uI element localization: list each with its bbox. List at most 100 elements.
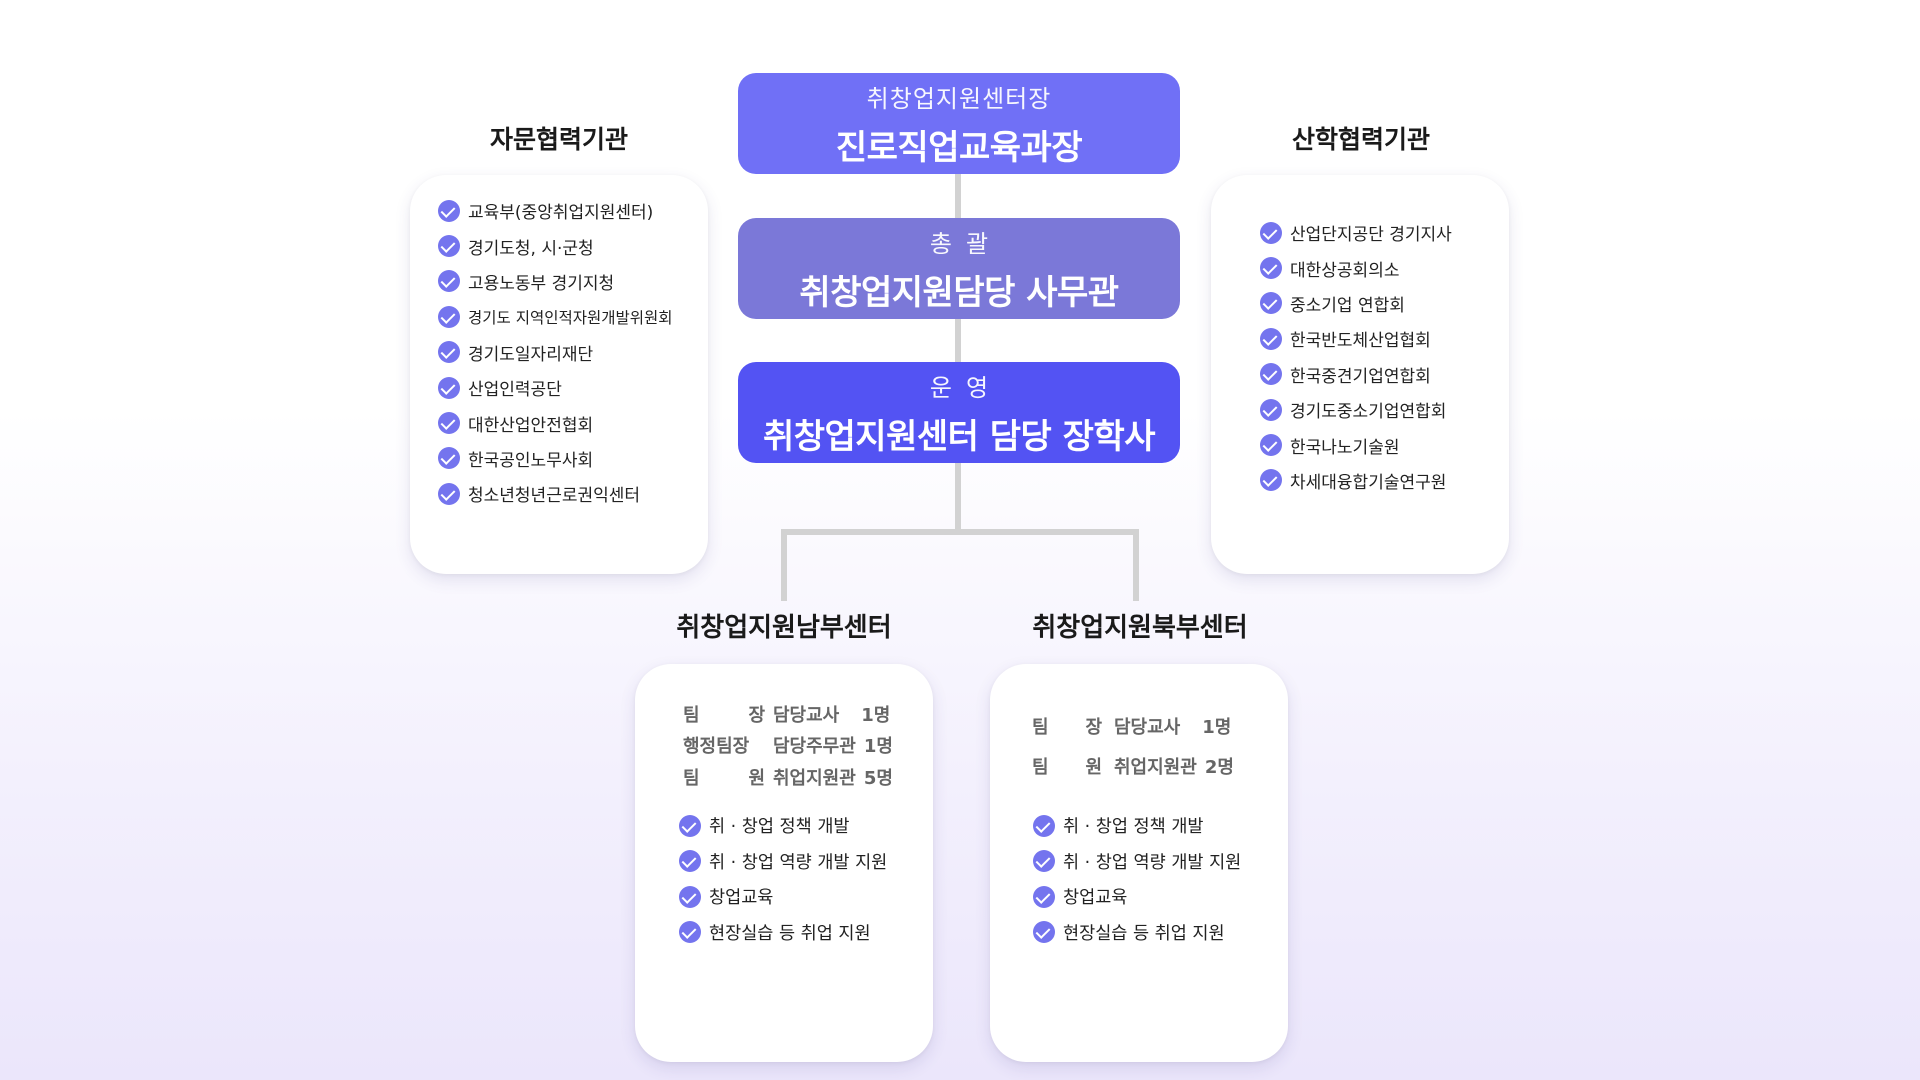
industry-item-label: 한국나노기술원 bbox=[1290, 437, 1400, 458]
list-item: 취 · 창업 역량 개발 지원 bbox=[679, 844, 887, 880]
advisory-item-label: 산업인력공단 bbox=[468, 380, 562, 401]
check-icon bbox=[438, 376, 460, 399]
check-icon bbox=[1260, 292, 1282, 315]
advisory-item-label: 경기도 지역인적자원개발위원회 bbox=[468, 308, 673, 327]
industry-item-label: 대한상공회의소 bbox=[1290, 260, 1400, 281]
advisory-title: 자문협력기관 bbox=[489, 125, 628, 154]
list-item: 차세대융합기술연구원 bbox=[1260, 463, 1452, 498]
list-item: 한국중견기업연합회 bbox=[1260, 357, 1452, 392]
check-icon bbox=[1033, 814, 1055, 837]
list-item: 대한산업안전협회 bbox=[438, 405, 673, 440]
check-icon bbox=[438, 341, 460, 364]
advisory-item-label: 교육부(중앙취업지원센터) bbox=[468, 203, 654, 224]
task-label: 취 · 창업 역량 개발 지원 bbox=[709, 852, 888, 873]
operations-box: 운영 취창업지원센터 담당 장학사 bbox=[738, 362, 1180, 463]
task-label: 취 · 창업 정책 개발 bbox=[1063, 817, 1204, 838]
list-item: 취 · 창업 정책 개발 bbox=[1033, 808, 1241, 844]
list-item: 경기도일자리재단 bbox=[438, 335, 673, 370]
task-label: 현장실습 등 취업 지원 bbox=[1063, 923, 1225, 944]
staff-row: 행정팀장 담당주무관 1명 bbox=[683, 730, 893, 762]
check-icon bbox=[679, 921, 701, 944]
task-label: 취 · 창업 역량 개발 지원 bbox=[1063, 852, 1242, 873]
list-item: 한국나노기술원 bbox=[1260, 427, 1452, 462]
list-item: 창업교육 bbox=[679, 879, 887, 915]
operations-role: 운영 bbox=[929, 373, 1003, 402]
general-manager-role: 총괄 bbox=[929, 229, 1003, 258]
north-center-title: 취창업지원북부센터 bbox=[1032, 613, 1248, 643]
list-item: 중소기업 연합회 bbox=[1260, 286, 1452, 321]
operations-title: 취창업지원센터 담당 장학사 bbox=[762, 416, 1156, 457]
staff-duty: 담당교사 bbox=[773, 704, 840, 726]
advisory-item-label: 대한산업안전협회 bbox=[468, 415, 594, 436]
general-manager-box: 총괄 취창업지원담당 사무관 bbox=[738, 218, 1180, 319]
check-icon bbox=[1260, 327, 1282, 350]
industry-item-label: 산업단지공단 경기지사 bbox=[1290, 225, 1452, 246]
check-icon bbox=[1260, 398, 1282, 421]
staff-count: 1명 bbox=[861, 704, 891, 726]
advisory-item-label: 경기도청, 시·군청 bbox=[468, 238, 594, 259]
general-manager-title: 취창업지원담당 사무관 bbox=[799, 272, 1119, 313]
list-item: 현장실습 등 취업 지원 bbox=[679, 915, 887, 951]
check-icon bbox=[1033, 921, 1055, 944]
list-item: 창업교육 bbox=[1033, 879, 1241, 915]
connector-south-drop bbox=[781, 529, 787, 601]
list-item: 대한상공회의소 bbox=[1260, 250, 1452, 285]
staff-duty: 담당교사 bbox=[1114, 717, 1181, 738]
list-item: 교육부(중앙취업지원센터) bbox=[438, 193, 673, 228]
check-icon bbox=[679, 850, 701, 873]
list-item: 취 · 창업 정책 개발 bbox=[679, 808, 887, 844]
industry-item-label: 중소기업 연합회 bbox=[1290, 295, 1405, 316]
advisory-list: 교육부(중앙취업지원센터) 경기도청, 시·군청 고용노동부 경기지청 경기도 … bbox=[438, 193, 673, 512]
check-icon bbox=[438, 305, 460, 328]
advisory-item-label: 고용노동부 경기지청 bbox=[468, 273, 615, 294]
director-box: 취창업지원센터장 진로직업교육과장 bbox=[738, 73, 1180, 174]
task-label: 창업교육 bbox=[1063, 888, 1128, 909]
list-item: 현장실습 등 취업 지원 bbox=[1033, 915, 1241, 951]
north-task-list: 취 · 창업 정책 개발 취 · 창업 역량 개발 지원 창업교육 현장실습 등… bbox=[1033, 808, 1241, 950]
staff-count: 1명 bbox=[1202, 717, 1232, 738]
check-icon bbox=[438, 235, 460, 258]
check-icon bbox=[1033, 850, 1055, 873]
industry-item-label: 차세대융합기술연구원 bbox=[1290, 472, 1447, 493]
industry-item-label: 경기도중소기업연합회 bbox=[1290, 402, 1447, 423]
industry-list: 산업단지공단 경기지사 대한상공회의소 중소기업 연합회 한국반도체산업협회 한… bbox=[1260, 215, 1452, 498]
check-icon bbox=[1260, 434, 1282, 457]
list-item: 한국공인노무사회 bbox=[438, 441, 673, 476]
industry-title: 산학협력기관 bbox=[1291, 125, 1430, 154]
check-icon bbox=[679, 885, 701, 908]
task-label: 현장실습 등 취업 지원 bbox=[709, 923, 871, 944]
list-item: 고용노동부 경기지청 bbox=[438, 264, 673, 299]
check-icon bbox=[1260, 221, 1282, 244]
staff-duty: 취업지원관 bbox=[1114, 757, 1197, 778]
advisory-item-label: 청소년청년근로권익센터 bbox=[468, 486, 641, 507]
advisory-item-label: 한국공인노무사회 bbox=[468, 450, 594, 471]
list-item: 취 · 창업 역량 개발 지원 bbox=[1033, 844, 1241, 880]
director-role: 취창업지원센터장 bbox=[866, 84, 1052, 113]
advisory-item-label: 경기도일자리재단 bbox=[468, 344, 594, 365]
check-icon bbox=[1260, 363, 1282, 386]
staff-duty: 담당주무관 bbox=[773, 736, 856, 758]
check-icon bbox=[438, 199, 460, 222]
staff-count: 2명 bbox=[1204, 757, 1234, 778]
check-icon bbox=[1033, 885, 1055, 908]
south-task-list: 취 · 창업 정책 개발 취 · 창업 역량 개발 지원 창업교육 현장실습 등… bbox=[679, 808, 887, 950]
list-item: 경기도중소기업연합회 bbox=[1260, 392, 1452, 427]
staff-title: 행정팀장 bbox=[683, 736, 750, 758]
advisory-card: 교육부(중앙취업지원센터) 경기도청, 시·군청 고용노동부 경기지청 경기도 … bbox=[410, 175, 708, 574]
task-label: 취 · 창업 정책 개발 bbox=[709, 817, 850, 838]
list-item: 한국반도체산업협회 bbox=[1260, 321, 1452, 356]
check-icon bbox=[438, 270, 460, 293]
